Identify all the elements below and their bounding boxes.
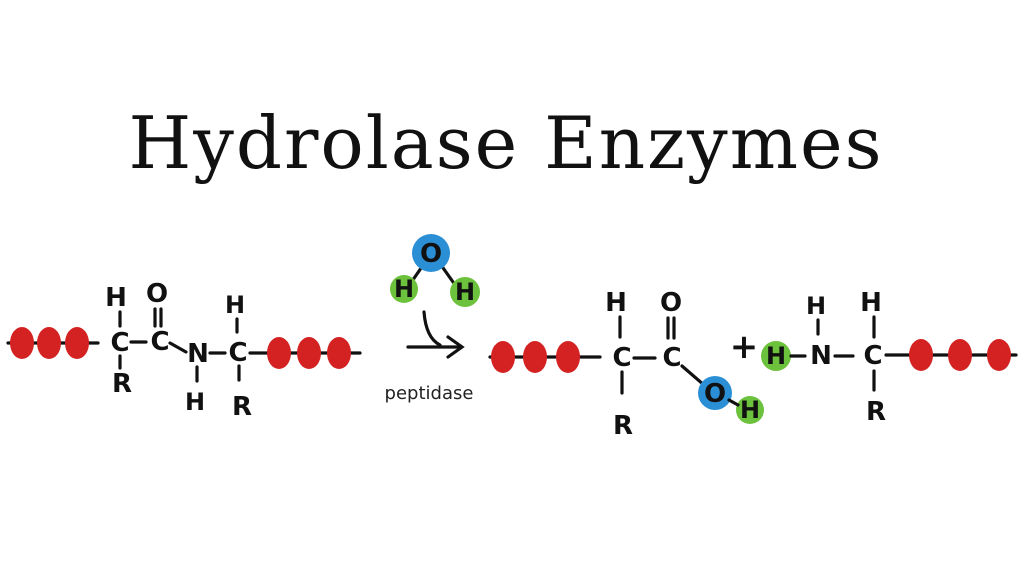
product-carboxyl-fragment: H C R O C O H [488,288,764,441]
carbon-atom: C [662,343,681,373]
carbon-atom: C [612,343,631,373]
residue-bead [948,339,972,371]
oxygen-atom-bead [698,376,732,410]
oxygen-label: O [704,379,726,409]
hydrogen-atom: H [605,288,627,318]
nitrogen-atom: N [187,339,209,369]
nitrogen-atom: N [810,341,832,371]
hydrogen-atom-bead [736,396,764,424]
reactant-peptide: H C R O C N H H C R [6,279,362,422]
reaction-arrow [406,310,465,359]
carbon-atom: C [863,341,882,371]
water-molecule: O H H [390,234,480,307]
carbon-atom: C [110,328,129,358]
hydrogen-label: H [740,396,760,424]
hydrogen-atom: H [185,388,205,416]
carbon-atom: C [228,338,247,368]
residue-bead [909,339,933,371]
page-title: Hydrolase Enzymes [128,101,883,185]
hydrogen-label: H [766,342,786,370]
plus-sign: + [730,327,759,367]
residue-bead [297,337,321,369]
residue-bead [327,337,351,369]
residue-bead [10,327,34,359]
r-group: R [866,397,886,427]
r-group: R [613,411,633,441]
hydrogen-label: H [394,275,414,303]
residue-bead [267,337,291,369]
hydrogen-atom: H [806,292,826,320]
residue-bead [491,341,515,373]
residue-bead [523,341,547,373]
oxygen-label: O [420,239,442,269]
enzyme-label: peptidase [385,383,474,404]
hydrogen-atom-bead [761,341,791,371]
hydrogen-atom: H [860,288,882,318]
hydrogen-atom-bead [390,275,418,303]
residue-bead [987,339,1011,371]
residue-bead [556,341,580,373]
hydrogen-atom-bead [450,277,480,307]
hydrogen-atom: H [105,283,127,313]
r-group: R [112,369,132,399]
carbon-atom: C [150,327,169,357]
oxygen-atom: O [146,279,168,309]
residue-bead [65,327,89,359]
hydrogen-label: H [455,278,475,306]
residue-bead [37,327,61,359]
oxygen-atom: O [660,288,682,318]
oxygen-atom-bead [412,234,450,272]
hydrogen-atom: H [225,291,245,319]
r-group: R [232,392,252,422]
product-amine-fragment: H H N H C R [761,288,1018,427]
